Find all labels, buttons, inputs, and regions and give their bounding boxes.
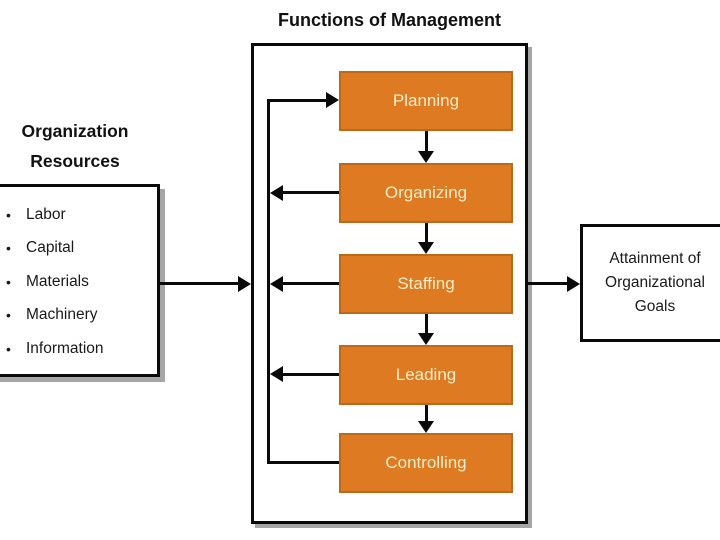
bullet-icon: •: [6, 273, 11, 290]
resource-item: • Labor: [6, 198, 156, 232]
resource-item-label: Capital: [26, 239, 75, 257]
function-box-staffing: Staffing: [339, 254, 513, 314]
resource-item-label: Labor: [26, 205, 66, 223]
goals-box: Attainment of Organizational Goals: [580, 224, 720, 342]
function-box-organizing: Organizing: [339, 163, 513, 223]
resource-item: • Materials: [6, 265, 156, 299]
bullet-icon: •: [6, 307, 11, 324]
function-box-planning: Planning: [339, 71, 513, 131]
resource-item: • Capital: [6, 232, 156, 266]
resource-item-label: Machinery: [26, 306, 98, 324]
bullet-icon: •: [6, 340, 11, 357]
resource-item: • Machinery: [6, 299, 156, 333]
resource-item-label: Information: [26, 339, 104, 357]
resource-item-label: Materials: [26, 272, 89, 290]
bullet-icon: •: [6, 240, 11, 257]
resources-list: • Labor • Capital • Materials • Machiner…: [6, 198, 156, 366]
function-box-controlling: Controlling: [339, 433, 513, 493]
diagram-title: Functions of Management: [277, 10, 501, 30]
bullet-icon: •: [6, 206, 11, 223]
resources-title: Organization Resources: [21, 121, 129, 171]
goals-label: Attainment of Organizational Goals: [605, 249, 705, 315]
resource-item: • Information: [6, 332, 156, 366]
resources-box: [0, 184, 160, 377]
function-box-leading: Leading: [339, 345, 513, 405]
